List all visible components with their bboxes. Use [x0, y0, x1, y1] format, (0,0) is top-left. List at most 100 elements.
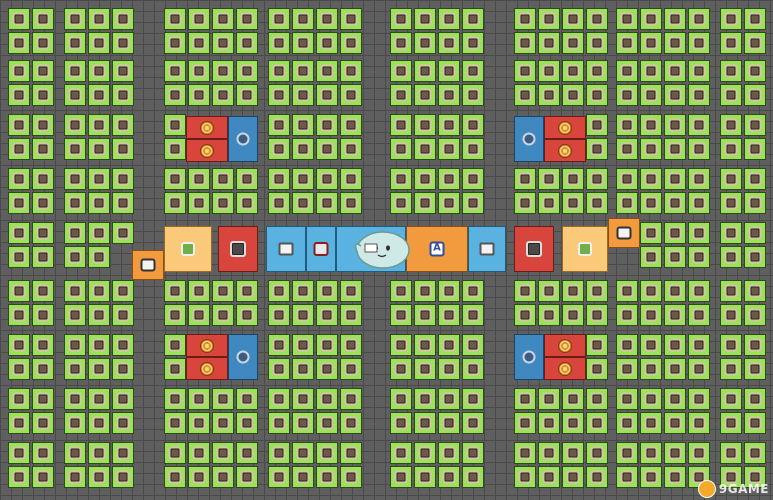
grass-tile[interactable]: [292, 412, 314, 434]
grass-tile[interactable]: [640, 442, 662, 464]
grass-tile[interactable]: [562, 84, 584, 106]
grass-tile[interactable]: [340, 412, 362, 434]
special-tile-red[interactable]: [186, 139, 228, 162]
grass-tile[interactable]: [744, 466, 766, 488]
grass-tile[interactable]: [390, 32, 412, 54]
grass-tile[interactable]: [414, 114, 436, 136]
grass-tile[interactable]: [340, 388, 362, 410]
grass-tile[interactable]: [640, 304, 662, 326]
grass-tile[interactable]: [414, 60, 436, 82]
grass-tile[interactable]: [390, 388, 412, 410]
grass-tile[interactable]: [664, 358, 686, 380]
grass-tile[interactable]: [664, 60, 686, 82]
grass-tile[interactable]: [744, 280, 766, 302]
grass-tile[interactable]: [112, 114, 134, 136]
grass-tile[interactable]: [8, 334, 30, 356]
grass-tile[interactable]: [514, 60, 536, 82]
grass-tile[interactable]: [688, 358, 710, 380]
special-tile-red[interactable]: [544, 357, 586, 380]
grass-tile[interactable]: [212, 192, 234, 214]
special-tile-red[interactable]: [186, 116, 228, 139]
grass-tile[interactable]: [640, 32, 662, 54]
grass-tile[interactable]: [32, 304, 54, 326]
grass-tile[interactable]: [390, 334, 412, 356]
special-tile-orange[interactable]: [608, 218, 640, 248]
grass-tile[interactable]: [112, 280, 134, 302]
grass-tile[interactable]: [212, 168, 234, 190]
grass-tile[interactable]: [616, 60, 638, 82]
grass-tile[interactable]: [8, 84, 30, 106]
grass-tile[interactable]: [64, 358, 86, 380]
grass-tile[interactable]: [340, 358, 362, 380]
grass-tile[interactable]: [744, 222, 766, 244]
grass-tile[interactable]: [32, 114, 54, 136]
grass-tile[interactable]: [462, 304, 484, 326]
grass-tile[interactable]: [744, 168, 766, 190]
grass-tile[interactable]: [720, 222, 742, 244]
grass-tile[interactable]: [32, 466, 54, 488]
grass-tile[interactable]: [292, 442, 314, 464]
grass-tile[interactable]: [616, 114, 638, 136]
grass-tile[interactable]: [562, 280, 584, 302]
grass-tile[interactable]: [462, 388, 484, 410]
grass-tile[interactable]: [64, 280, 86, 302]
grass-tile[interactable]: [8, 304, 30, 326]
grass-tile[interactable]: [562, 388, 584, 410]
grass-tile[interactable]: [340, 442, 362, 464]
grass-tile[interactable]: [514, 412, 536, 434]
grass-tile[interactable]: [236, 32, 258, 54]
grass-tile[interactable]: [664, 412, 686, 434]
grass-tile[interactable]: [438, 334, 460, 356]
grass-tile[interactable]: [586, 8, 608, 30]
grass-tile[interactable]: [744, 388, 766, 410]
grass-tile[interactable]: [112, 412, 134, 434]
grass-tile[interactable]: [664, 168, 686, 190]
grass-tile[interactable]: [88, 304, 110, 326]
grass-tile[interactable]: [562, 60, 584, 82]
grass-tile[interactable]: [32, 358, 54, 380]
grass-tile[interactable]: [414, 32, 436, 54]
grass-tile[interactable]: [316, 192, 338, 214]
grass-tile[interactable]: [340, 8, 362, 30]
grass-tile[interactable]: [664, 246, 686, 268]
grass-tile[interactable]: [664, 192, 686, 214]
grass-tile[interactable]: [688, 246, 710, 268]
grass-tile[interactable]: [292, 114, 314, 136]
grass-tile[interactable]: [316, 8, 338, 30]
grass-tile[interactable]: [720, 442, 742, 464]
grass-tile[interactable]: [414, 334, 436, 356]
grass-tile[interactable]: [268, 8, 290, 30]
grass-tile[interactable]: [188, 442, 210, 464]
grass-tile[interactable]: [32, 32, 54, 54]
grass-tile[interactable]: [8, 280, 30, 302]
grass-tile[interactable]: [32, 388, 54, 410]
grass-tile[interactable]: [64, 466, 86, 488]
grass-tile[interactable]: [438, 280, 460, 302]
grass-tile[interactable]: [616, 84, 638, 106]
grass-tile[interactable]: [640, 388, 662, 410]
grass-tile[interactable]: [164, 192, 186, 214]
grass-tile[interactable]: [720, 304, 742, 326]
grass-tile[interactable]: [292, 138, 314, 160]
grass-tile[interactable]: [64, 388, 86, 410]
special-tile-orange[interactable]: [132, 250, 164, 280]
grass-tile[interactable]: [514, 32, 536, 54]
grass-tile[interactable]: [744, 84, 766, 106]
grass-tile[interactable]: [438, 8, 460, 30]
grass-tile[interactable]: [640, 280, 662, 302]
grass-tile[interactable]: [212, 304, 234, 326]
grass-tile[interactable]: [292, 84, 314, 106]
grass-tile[interactable]: [390, 8, 412, 30]
grass-tile[interactable]: [616, 466, 638, 488]
grass-tile[interactable]: [88, 442, 110, 464]
grass-tile[interactable]: [32, 192, 54, 214]
grass-tile[interactable]: [562, 304, 584, 326]
grass-tile[interactable]: [212, 442, 234, 464]
grass-tile[interactable]: [32, 8, 54, 30]
grass-tile[interactable]: [236, 304, 258, 326]
grass-tile[interactable]: [8, 222, 30, 244]
grass-tile[interactable]: [212, 280, 234, 302]
grass-tile[interactable]: [586, 466, 608, 488]
grass-tile[interactable]: [112, 138, 134, 160]
grass-tile[interactable]: [340, 114, 362, 136]
